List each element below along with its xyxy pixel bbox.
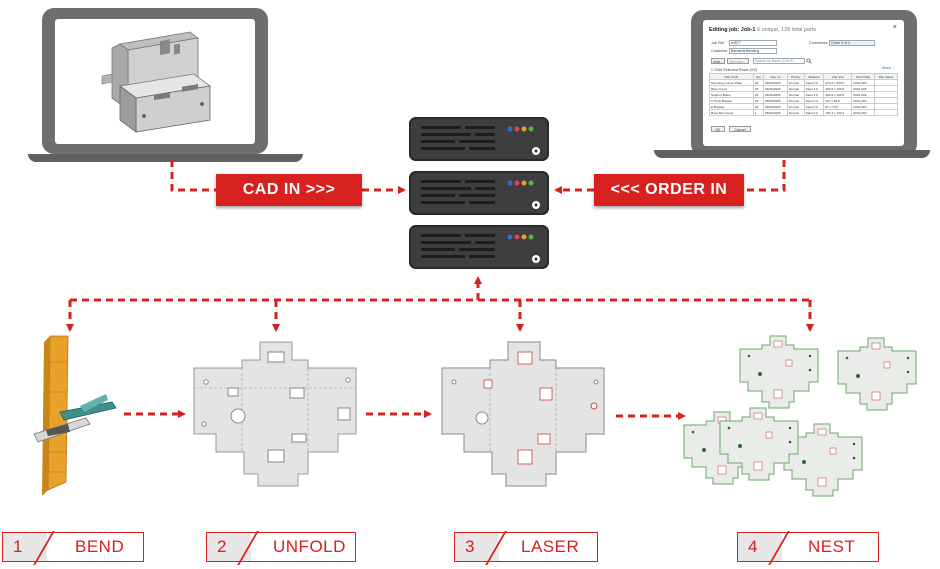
dialog-title: Editing job: Job-1 6 unique, 126 total p…: [709, 27, 816, 33]
server-unit-1: [409, 117, 549, 161]
table-cell: Normal: [786, 109, 805, 116]
order-dialog: Editing job: Job-1 6 unique, 126 total p…: [705, 22, 902, 144]
comments-label: Comments: [809, 41, 828, 45]
step-label: NEST: [808, 537, 856, 556]
order-laptop-base: [654, 150, 930, 158]
dialog-title-text: Editing job: Job-1: [709, 27, 756, 33]
table-cell: 06/30/2025: [763, 109, 788, 116]
step-laser: 3 LASER: [454, 531, 598, 565]
dialog-subtitle: 6 unique, 126 total parts: [756, 27, 816, 33]
table-cell: 1: [752, 109, 765, 116]
close-icon[interactable]: ×: [892, 24, 897, 31]
add-button[interactable]: Add...: [711, 58, 725, 64]
step-number: 3: [455, 533, 499, 561]
ok-button[interactable]: OK: [711, 126, 725, 132]
step-bend: 1 BEND: [2, 531, 144, 565]
nested-parts: [683, 335, 917, 497]
comments-field[interactable]: Order 3 of 4: [829, 40, 875, 46]
remove-button[interactable]: Remove...: [727, 58, 749, 64]
cad-laptop-base: [28, 154, 303, 162]
more-link[interactable]: More...: [882, 66, 894, 70]
search-icon[interactable]: [806, 58, 812, 64]
server-rack-icon: [409, 117, 549, 269]
laser-cut-part: [441, 341, 605, 487]
unfold-flat-pattern: [193, 341, 357, 487]
3d-sheet-metal-part-icon: [101, 31, 211, 133]
job-ref-field[interactable]: #0577: [729, 40, 777, 46]
table-cell: 183.3 x 120.3: [823, 109, 853, 116]
cancel-button[interactable]: Cancel: [729, 126, 751, 132]
step-label: BEND: [75, 537, 125, 556]
step-number: 4: [738, 533, 782, 561]
edit-selected-rows[interactable]: ☐ Edit Selected Rows (0/2): [711, 68, 758, 72]
step-label: LASER: [521, 537, 580, 556]
press-brake-icon: [33, 335, 117, 496]
step-unfold: 2 UNFOLD: [206, 531, 356, 565]
job-ref-label: Job Ref: [711, 41, 725, 45]
step-number: 1: [3, 533, 47, 561]
table-cell: [873, 109, 899, 116]
edit-selected-label: Edit Selected Rows (0/2): [715, 68, 758, 72]
customer-label: Customer: [711, 49, 728, 53]
order-to-banner-line: [744, 160, 786, 192]
order-in-banner: <<< ORDER IN: [594, 174, 744, 206]
step-number: 2: [207, 533, 251, 561]
server-details: [421, 126, 540, 263]
cad-in-banner: CAD IN >>>: [216, 174, 362, 206]
server-unit-2: [409, 171, 549, 215]
step-nest: 4 NEST: [737, 531, 879, 565]
search-input[interactable]: Search by Name (Ctrl+F): [753, 58, 805, 64]
cad-to-banner-line: [170, 160, 216, 192]
server-unit-3: [409, 225, 549, 269]
customer-select[interactable]: Bernards Bending: [729, 48, 777, 54]
step-label: UNFOLD: [273, 537, 346, 556]
